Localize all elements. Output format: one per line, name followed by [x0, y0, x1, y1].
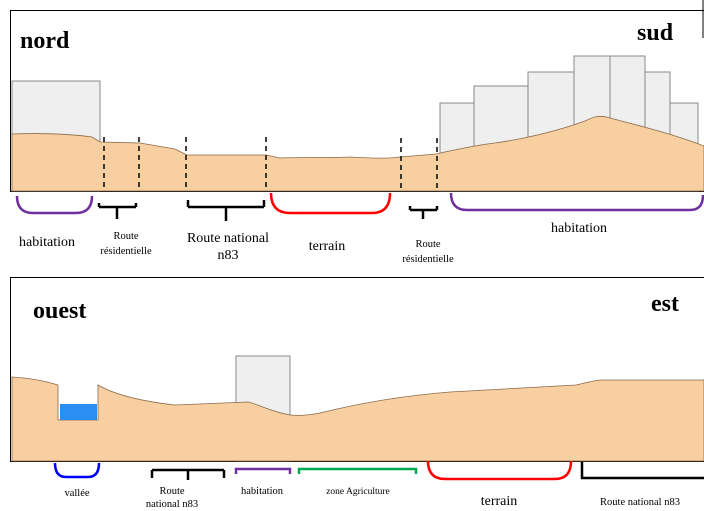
label-habitation-bottom: habitation — [241, 486, 284, 497]
bracket-habitation-left — [15, 195, 94, 215]
label-route-nat-bottom-line2: national n83 — [146, 499, 198, 510]
bracket-route-res-2 — [408, 206, 439, 219]
top-brackets — [15, 192, 704, 221]
direction-sud: sud — [637, 20, 674, 46]
water-valley — [60, 404, 97, 420]
bottom-panel: ouest est — [10, 277, 704, 462]
bottom-labels: vallée Route national n83 habitation zon… — [64, 486, 679, 510]
label-route-res-2-line2: résidentielle — [402, 254, 454, 265]
bracket-vallee — [53, 462, 101, 479]
bottom-brackets — [53, 460, 704, 481]
label-route-nat-right: Route national n83 — [600, 497, 680, 508]
bracket-habitation-bottom — [234, 467, 292, 474]
direction-est: est — [651, 291, 679, 317]
bracket-habitation-right — [449, 192, 704, 212]
top-ground-profile — [11, 115, 704, 192]
label-route-nat-line1: Route national — [187, 231, 269, 246]
bracket-terrain-bottom — [426, 460, 573, 481]
label-vallee: vallée — [64, 488, 89, 499]
bracket-route-nat-right — [580, 462, 704, 480]
label-habitation-left: habitation — [19, 235, 75, 250]
label-route-nat-line2: n83 — [218, 248, 239, 263]
top-labels: habitation Route résidentielle Route nat… — [19, 221, 607, 265]
label-route-res-1-line1: Route — [113, 231, 138, 242]
bottom-ground-profile — [11, 376, 704, 462]
label-route-nat-bottom-line1: Route — [159, 486, 184, 497]
top-road-markers — [103, 137, 438, 191]
direction-nord: nord — [20, 28, 70, 54]
top-panel: nord sud — [10, 0, 704, 192]
direction-ouest: ouest — [33, 298, 86, 324]
bracket-zone-agri — [297, 467, 418, 474]
label-habitation-right: habitation — [551, 221, 607, 236]
bracket-route-nat-top — [186, 200, 266, 221]
label-terrain-bottom: terrain — [481, 494, 518, 509]
label-route-res-2-line1: Route — [415, 239, 440, 250]
bracket-route-nat-bottom — [150, 468, 226, 480]
bracket-route-res-1 — [97, 203, 138, 219]
label-zone-agri: zone Agriculture — [326, 487, 390, 497]
label-route-res-1-line2: résidentielle — [100, 246, 152, 257]
label-terrain-top: terrain — [309, 239, 346, 254]
bracket-terrain-top — [269, 192, 392, 215]
